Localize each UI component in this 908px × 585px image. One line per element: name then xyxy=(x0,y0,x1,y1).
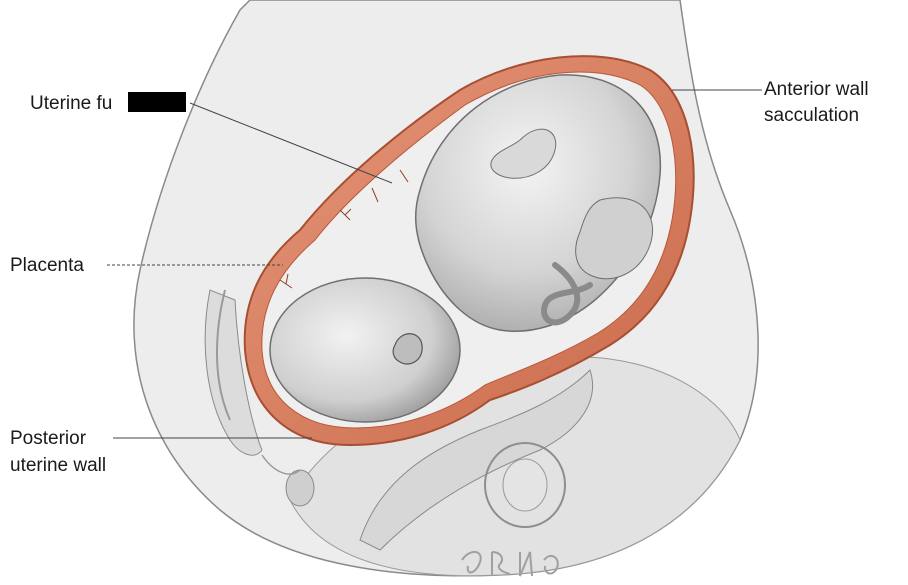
redaction-box xyxy=(128,92,186,112)
label-uterine-fundus: Uterine fu xyxy=(30,92,112,115)
label-placenta: Placenta xyxy=(10,254,84,277)
label-posterior-line1: Posterior xyxy=(10,427,86,450)
vertebra-inner xyxy=(503,459,547,511)
label-anterior-wall-line2: sacculation xyxy=(764,104,859,127)
perineum xyxy=(286,470,314,506)
label-anterior-wall-line1: Anterior wall xyxy=(764,78,869,101)
fetus-head xyxy=(270,278,460,422)
label-posterior-line2: uterine wall xyxy=(10,454,106,477)
